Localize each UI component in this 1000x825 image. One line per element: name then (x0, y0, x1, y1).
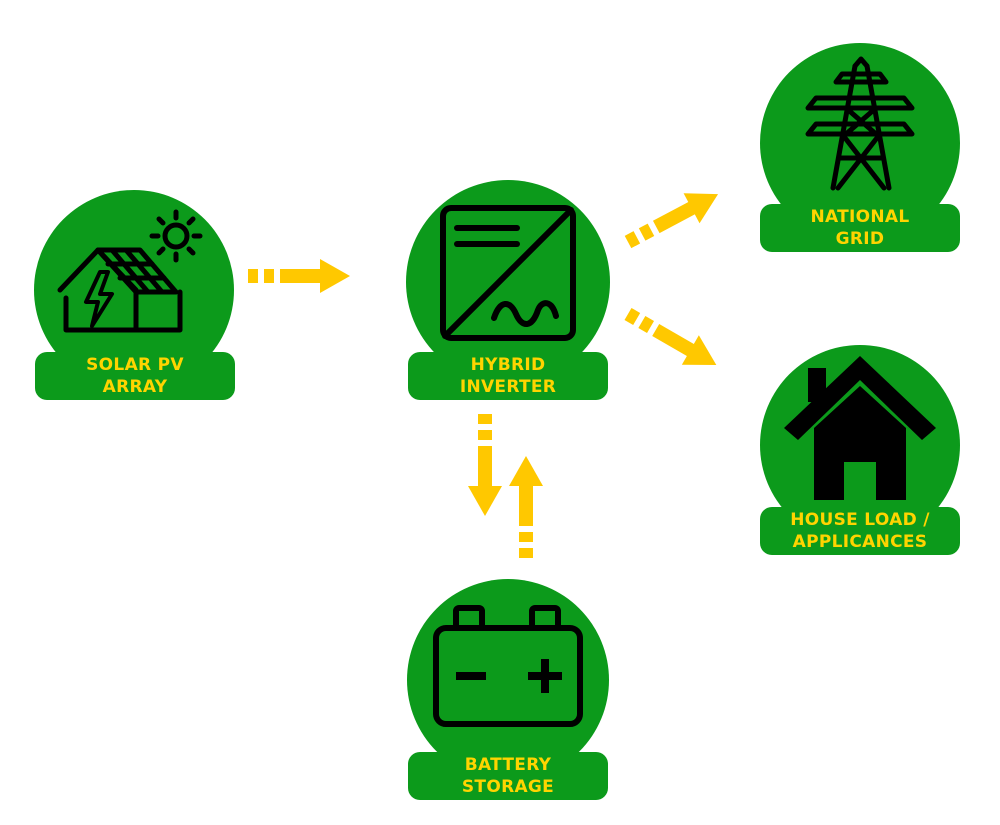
inverter-label: HYBRID INVERTER (408, 352, 608, 400)
solar-label: SOLAR PV ARRAY (35, 352, 235, 400)
solar-house-icon (57, 209, 203, 333)
solar-label-line-1: SOLAR PV (86, 355, 184, 375)
transmission-tower-icon (805, 56, 915, 191)
inverter-label-line-1: HYBRID (470, 355, 546, 375)
solar-label-line-2: ARRAY (102, 377, 168, 397)
arrow-inverter-to-battery (468, 414, 502, 516)
battery-icon (433, 605, 583, 727)
house-icon (784, 356, 936, 500)
grid-label: NATIONAL GRID (760, 204, 960, 252)
arrow-inverter-to-grid (620, 179, 727, 258)
inverter-icon (440, 205, 576, 341)
battery-label-pill (408, 752, 608, 800)
arrow-battery-to-inverter (509, 456, 543, 558)
house-label-line-2: APPLICANCES (792, 532, 928, 552)
grid-label-line-1: NATIONAL (810, 207, 910, 227)
arrow-solar-to-inverter (248, 259, 350, 293)
battery-label-line-1: BATTERY (464, 755, 552, 775)
arrow-inverter-to-house (619, 299, 725, 380)
house-label-pill (760, 507, 960, 555)
inverter-label-line-2: INVERTER (459, 377, 557, 397)
inverter-label-pill (408, 352, 608, 400)
grid-label-line-2: GRID (835, 229, 885, 249)
grid-label-pill (760, 204, 960, 252)
battery-label-line-2: STORAGE (461, 777, 555, 797)
house-label-line-1: HOUSE LOAD / (790, 510, 930, 530)
battery-label: BATTERY STORAGE (408, 752, 608, 800)
solar-label-pill (35, 352, 235, 400)
grid-node-circle (760, 43, 960, 243)
house-label: HOUSE LOAD / APPLICANCES (760, 507, 960, 555)
